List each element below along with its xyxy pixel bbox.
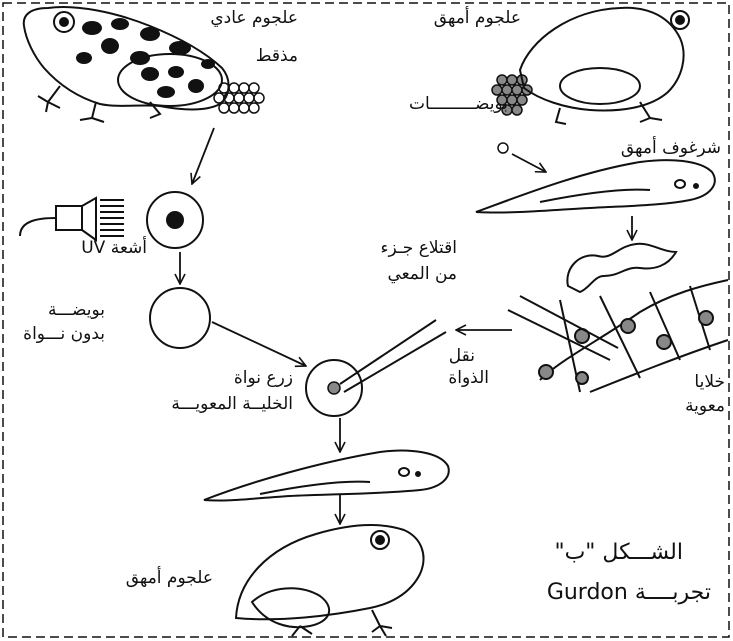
egg-cluster-right xyxy=(491,74,533,116)
label-egg-line2: بدون نـــواة xyxy=(23,324,105,344)
egg-receiving-nucleus xyxy=(305,359,363,417)
intestinal-cells-drawing xyxy=(538,279,729,393)
albino-frog-drawing-top xyxy=(518,6,690,125)
albino-egg-small xyxy=(497,142,509,154)
label-albino-frog-top: علجوم أمهق xyxy=(433,8,521,28)
uv-lamp-drawing xyxy=(19,196,124,242)
label-nucleus-graft-2: الخليــة المعويـــة xyxy=(171,394,293,414)
label-albino-tadpole: شرغوف أمهق xyxy=(620,138,721,158)
label-normal-frog: علجوم عادي xyxy=(210,8,298,28)
label-egg-line1: بويضـــة xyxy=(47,300,105,320)
label-spotted: مذقط xyxy=(255,46,298,66)
flow-arrows xyxy=(180,127,632,524)
label-intestine-line1: اقتلاع جـزء xyxy=(380,238,457,258)
label-result-frog: علجوم أمهق xyxy=(125,568,213,588)
experiment-title: تجربــــة Gurdon xyxy=(546,580,711,605)
label-uv-rays: أشعة UV xyxy=(81,238,147,258)
label-eggs: بويضـــــــــات xyxy=(409,94,508,114)
egg-cluster-left xyxy=(213,82,265,114)
label-nucleus-graft-1: زرع نواة xyxy=(233,368,293,388)
albino-frog-drawing-bottom xyxy=(234,524,425,637)
label-intestinal-cells-1: خلايا xyxy=(694,372,725,392)
label-nucleus-transfer-1: نقل xyxy=(448,346,475,366)
label-intestine-line2: من المعي xyxy=(387,264,457,284)
figure-caption: الشـــكل "ب" xyxy=(554,540,683,565)
tadpole-bottom-drawing xyxy=(203,449,450,502)
label-intestinal-cells-2: معوية xyxy=(685,396,725,416)
pipette-at-cells xyxy=(507,309,611,361)
spotted-frog-drawing xyxy=(22,5,230,123)
micropipette xyxy=(339,319,437,385)
egg-without-nucleus xyxy=(149,287,211,349)
albino-tadpole-drawing xyxy=(475,159,716,214)
label-nucleus-transfer-2: الذواة xyxy=(448,368,489,388)
egg-with-nucleus xyxy=(146,191,204,249)
intestine-drawing xyxy=(566,242,678,294)
